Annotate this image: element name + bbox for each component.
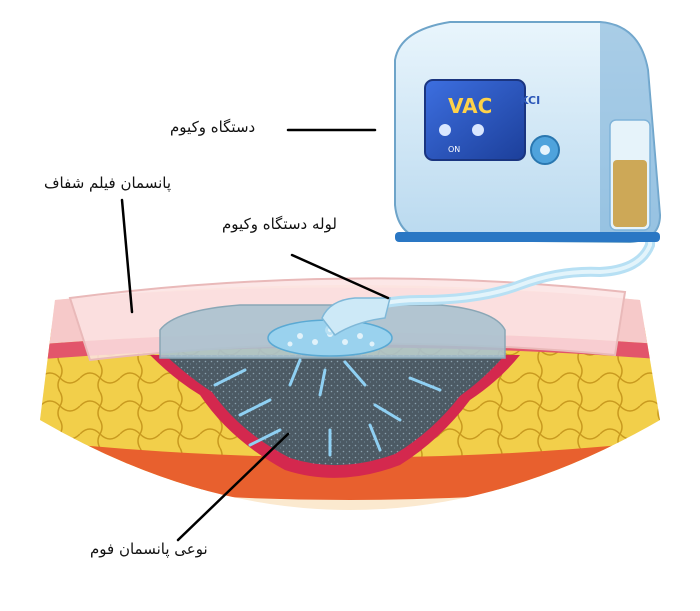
screen-title: VAC xyxy=(448,94,492,118)
label-vacuum-tube: لوله دستگاه وکیوم xyxy=(222,215,337,233)
label-vacuum-device: دستگاه وکیوم xyxy=(170,118,256,136)
tube-connector xyxy=(321,297,391,337)
label-film-dressing: پانسمان فیلم شفاف xyxy=(44,174,172,192)
brand-logo: KCI xyxy=(520,94,540,107)
device-screen xyxy=(424,79,526,161)
leader-lines xyxy=(120,128,390,542)
vacuum-device: VAC ON KCI xyxy=(394,21,662,244)
screen-on-label: ON xyxy=(448,145,460,154)
flow-arrows xyxy=(213,358,442,457)
label-foam-dressing: نوعی پانسمان فوم xyxy=(90,540,208,558)
